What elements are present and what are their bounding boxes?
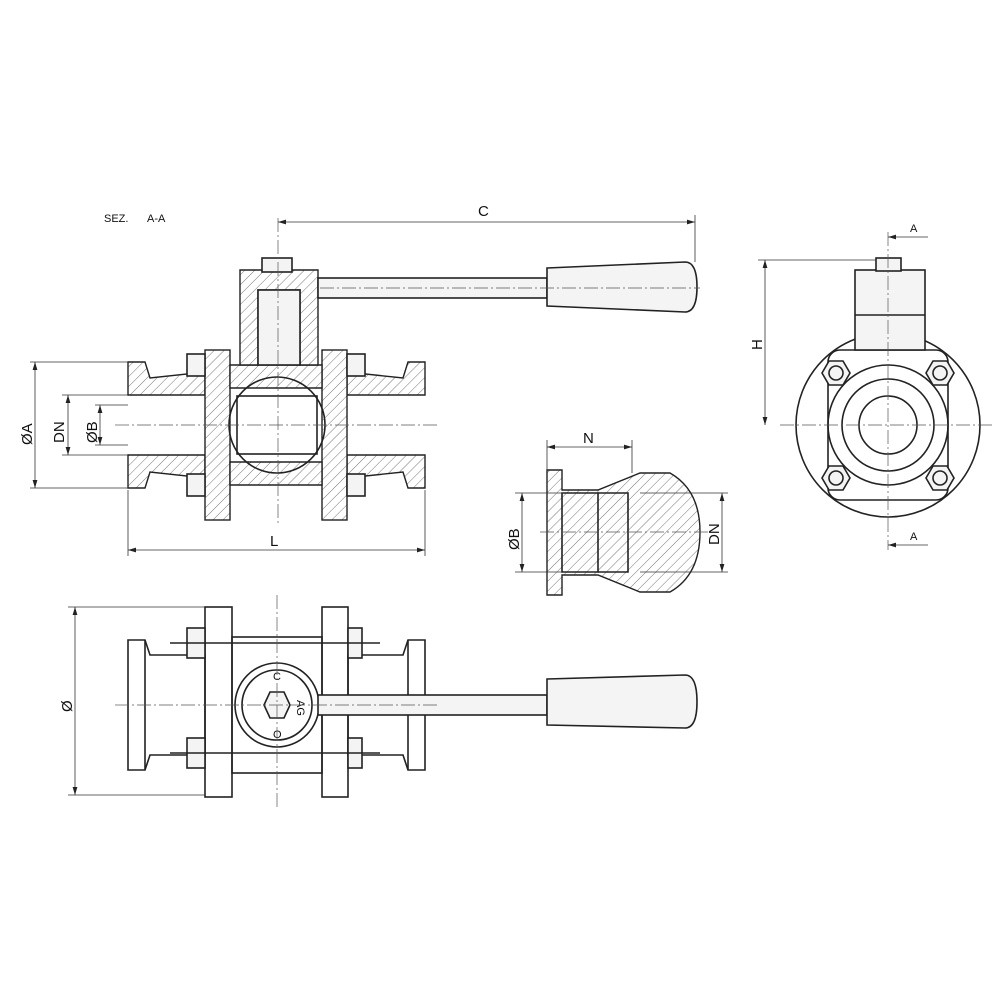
logo: AG — [294, 700, 306, 716]
bolt-nut — [186, 473, 206, 497]
stem-nut — [261, 257, 293, 273]
dim-dn: DN — [51, 421, 68, 443]
dim-c: C — [478, 203, 489, 220]
top-view: C O AG Ø — [59, 595, 698, 810]
detail-dim-phi-b: ØB — [506, 528, 523, 550]
bonnet — [239, 269, 319, 366]
left-flange-top — [204, 606, 233, 798]
bolt-nut — [186, 353, 206, 377]
handle-grip-top — [546, 674, 698, 729]
right-flange — [321, 349, 348, 521]
bolt-heads — [821, 360, 955, 491]
section-name: A-A — [147, 213, 166, 225]
bonnet-side — [854, 269, 926, 351]
bolt-nut — [346, 353, 366, 377]
dim-h: H — [749, 339, 766, 350]
bolt-nut — [346, 473, 366, 497]
left-flange — [204, 349, 231, 521]
dim-phi-a: ØA — [19, 423, 36, 445]
dim-phi: Ø — [59, 700, 76, 712]
end-cap — [546, 469, 701, 596]
section-marker-top: A — [910, 223, 918, 235]
side-view: H A A — [749, 223, 995, 550]
dim-l: L — [270, 533, 278, 550]
section-view-a-a: SEZ. A-A C L — [19, 203, 700, 556]
stem — [257, 289, 301, 366]
handle-grip — [546, 261, 698, 313]
indicator-open: O — [273, 729, 282, 741]
section-marker-bottom: A — [910, 531, 918, 543]
dim-phi-b: ØB — [84, 421, 101, 443]
stem-nut-side — [875, 257, 902, 272]
indicator-closed: C — [273, 671, 281, 683]
detail-dim-dn: DN — [706, 523, 723, 545]
section-title: SEZ. — [104, 213, 128, 225]
end-cap-detail: N ØB DN — [506, 430, 728, 596]
dim-n: N — [583, 430, 594, 447]
